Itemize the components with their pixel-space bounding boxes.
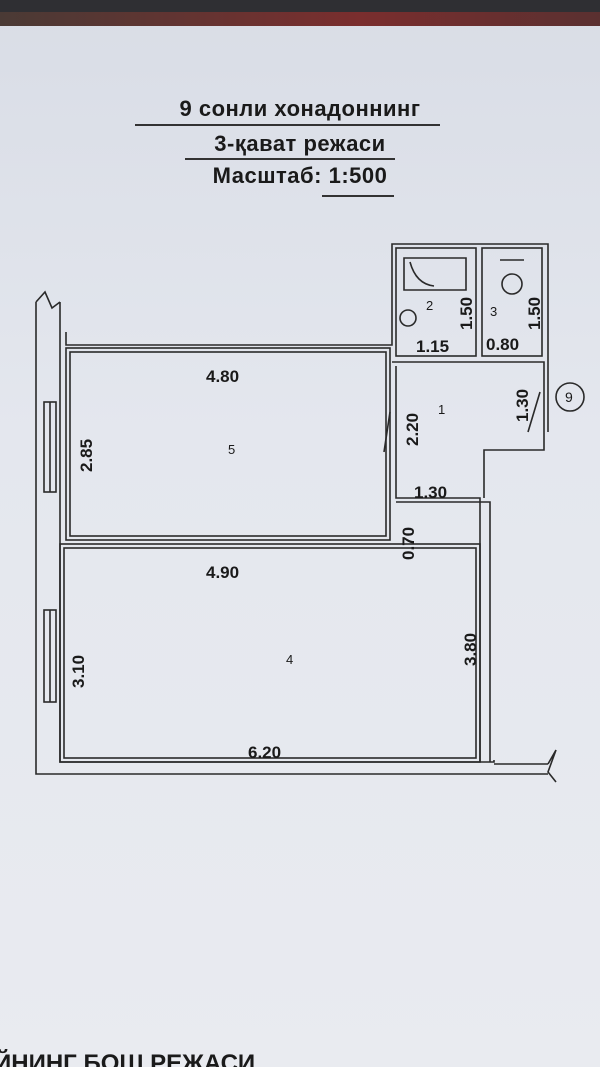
bathtub-icon bbox=[403, 257, 467, 291]
dim-wc-length: 1.50 bbox=[525, 297, 544, 330]
sink-icon bbox=[399, 309, 417, 327]
scale-line: Масштаб: 1:500 bbox=[0, 163, 600, 189]
document-sheet: 9 сонли хонадоннинг 3-қават режаси Масшт… bbox=[0, 12, 600, 1067]
room-number-5: 5 bbox=[228, 442, 235, 457]
scale-value: 1:500 bbox=[328, 163, 388, 188]
dim-hall-length: 2.20 bbox=[403, 413, 422, 446]
footer-heading: ЙНИНГ БОШ РЕЖАСИ bbox=[0, 1050, 256, 1067]
scale-label: Масштаб: bbox=[212, 163, 322, 188]
dim-room4-height: 3.10 bbox=[69, 655, 88, 688]
outer-wall-top bbox=[65, 243, 549, 432]
title-underline-1 bbox=[135, 124, 440, 126]
toilet-icon bbox=[501, 273, 523, 295]
apartment-number: 9 bbox=[565, 389, 573, 405]
dim-room5-width: 4.80 bbox=[206, 367, 239, 386]
hall-outline bbox=[392, 361, 545, 498]
room-5-outline bbox=[65, 347, 391, 541]
dim-corridor-length: 3.80 bbox=[461, 633, 480, 666]
room-number-2: 2 bbox=[426, 298, 433, 313]
outer-wall bbox=[35, 290, 548, 775]
dim-corridor-width: 0.70 bbox=[399, 527, 418, 560]
dim-room5-height: 2.85 bbox=[77, 439, 96, 472]
dim-room4-width-top: 4.90 bbox=[206, 563, 239, 582]
title-line-1: 9 сонли хонадоннинг bbox=[179, 96, 421, 121]
title-line-2: 3-қават режаси bbox=[214, 131, 386, 156]
scale-underline bbox=[322, 195, 394, 197]
break-mark-right bbox=[547, 749, 557, 783]
dim-bath-width: 1.15 bbox=[416, 337, 449, 356]
title-underline-2 bbox=[185, 158, 395, 160]
dim-wc-width: 0.80 bbox=[486, 335, 519, 354]
dim-hall-upper-width: 1.30 bbox=[513, 389, 532, 422]
dim-hall-width: 1.30 bbox=[414, 483, 447, 502]
dim-bath-length: 1.50 bbox=[457, 297, 476, 330]
dim-room4-width-bottom: 6.20 bbox=[248, 743, 281, 762]
room-number-1: 1 bbox=[438, 402, 445, 417]
apartment-number-circle bbox=[555, 382, 585, 412]
floor-plan: 4.80 2.85 4.90 3.10 6.20 2.20 1.30 1.30 … bbox=[35, 243, 585, 783]
room-number-3: 3 bbox=[490, 304, 497, 319]
room-2-outline bbox=[395, 247, 477, 357]
top-edge bbox=[0, 12, 600, 26]
room-number-4: 4 bbox=[286, 652, 293, 667]
room-4-outline bbox=[59, 543, 481, 763]
room-3-outline bbox=[481, 247, 543, 357]
